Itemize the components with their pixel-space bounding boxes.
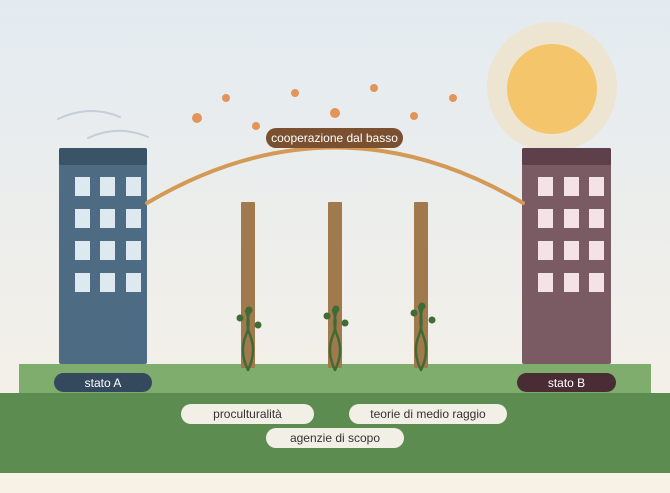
- concept-agenzie-di-scopo: agenzie di scopo: [266, 428, 404, 448]
- concept-teorie-medio-raggio: teorie di medio raggio: [349, 404, 507, 424]
- building-state-a: [59, 148, 147, 364]
- post-1: [236, 202, 262, 372]
- dot: [449, 94, 457, 102]
- dot: [222, 94, 230, 102]
- dot: [192, 113, 202, 123]
- dot: [410, 112, 418, 120]
- state-b-label: stato B: [517, 373, 616, 392]
- bridge-label: cooperazione dal basso: [266, 128, 403, 148]
- wind-line-1: [57, 109, 121, 120]
- dot: [291, 89, 299, 97]
- wind-line-2: [87, 129, 149, 139]
- post-3: [410, 202, 436, 372]
- sun: [507, 44, 597, 134]
- building-state-b: [522, 148, 611, 364]
- floating-dots: [192, 84, 457, 130]
- post-2: [323, 202, 349, 372]
- dot: [252, 122, 260, 130]
- dot: [370, 84, 378, 92]
- dot: [330, 108, 340, 118]
- concept-proculturalita: proculturalità: [181, 404, 314, 424]
- state-a-label: stato A: [54, 373, 152, 392]
